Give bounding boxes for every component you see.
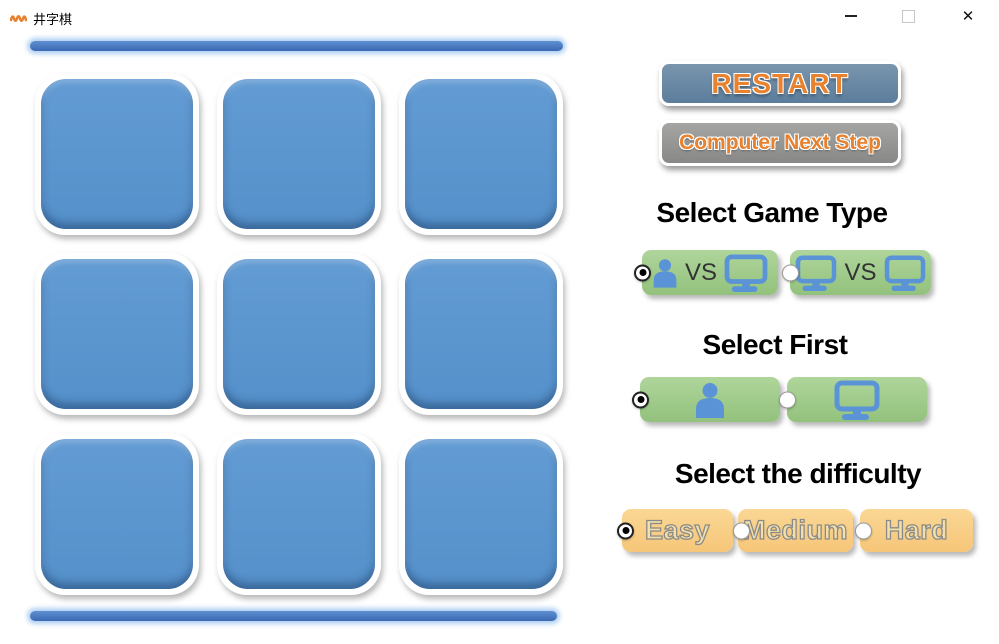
game-type-human-vs-computer-button[interactable]: VS (634, 250, 778, 295)
maximize-icon[interactable] (885, 0, 931, 32)
board-cell[interactable] (399, 253, 563, 415)
cell-face (223, 439, 375, 589)
cell-face (405, 259, 557, 409)
radio-human-first[interactable] (632, 391, 649, 408)
vs-label: VS (844, 258, 877, 286)
cell-face (405, 439, 557, 589)
computer-next-step-label: Computer Next Step (679, 131, 881, 154)
radio-medium[interactable] (733, 522, 750, 539)
board-bottom-bar (30, 611, 557, 621)
radio-computer-vs-computer[interactable] (782, 264, 799, 281)
game-type-computer-vs-computer-button[interactable]: VS (782, 250, 931, 295)
board-cell[interactable] (399, 433, 563, 595)
restart-button[interactable]: RESTART (659, 61, 901, 106)
difficulty-hard-button[interactable]: Hard (855, 509, 973, 552)
board-cell[interactable] (399, 73, 563, 235)
monitor-icon (724, 253, 768, 292)
cell-face (223, 79, 375, 229)
radio-hard[interactable] (855, 522, 872, 539)
radio-computer-first[interactable] (779, 391, 796, 408)
vs-label: VS (684, 258, 717, 286)
window-title: 井字棋 (33, 12, 73, 27)
first-human-button[interactable] (632, 377, 780, 422)
board-cell[interactable] (35, 73, 199, 235)
board-cell[interactable] (217, 73, 381, 235)
cell-face (41, 259, 193, 409)
cell-face (41, 439, 193, 589)
computer-next-step-button[interactable]: Computer Next Step (659, 120, 901, 166)
game-board (35, 73, 563, 595)
select-first-heading: Select First (702, 329, 848, 360)
board-top-bar (30, 41, 563, 51)
select-game-type-heading: Select Game Type (656, 197, 888, 228)
board-cell[interactable] (35, 433, 199, 595)
cell-face (405, 79, 557, 229)
radio-human-vs-computer[interactable] (634, 264, 651, 281)
radio-easy[interactable] (617, 522, 634, 539)
title-bar: 井字棋 ✕ (0, 0, 999, 34)
select-difficulty-heading: Select the difficulty (674, 458, 922, 489)
cell-face (41, 79, 193, 229)
first-computer-button[interactable] (779, 377, 927, 422)
difficulty-medium-button[interactable]: Medium (733, 509, 853, 552)
medium-label: Medium (742, 514, 848, 545)
hard-label: Hard (884, 514, 949, 545)
monitor-icon (884, 254, 925, 291)
board-cell[interactable] (217, 433, 381, 595)
difficulty-easy-button[interactable]: Easy (617, 509, 733, 552)
board-cell[interactable] (217, 253, 381, 415)
board-cell[interactable] (35, 253, 199, 415)
restart-label: RESTART (711, 67, 849, 99)
person-icon (653, 258, 677, 288)
app-icon (10, 14, 27, 23)
cell-face (223, 259, 375, 409)
minimize-icon[interactable] (828, 0, 874, 32)
monitor-icon (796, 254, 837, 291)
monitor-icon (834, 380, 880, 420)
easy-label: Easy (644, 514, 711, 545)
close-icon[interactable]: ✕ (961, 8, 975, 25)
person-icon (696, 382, 724, 418)
